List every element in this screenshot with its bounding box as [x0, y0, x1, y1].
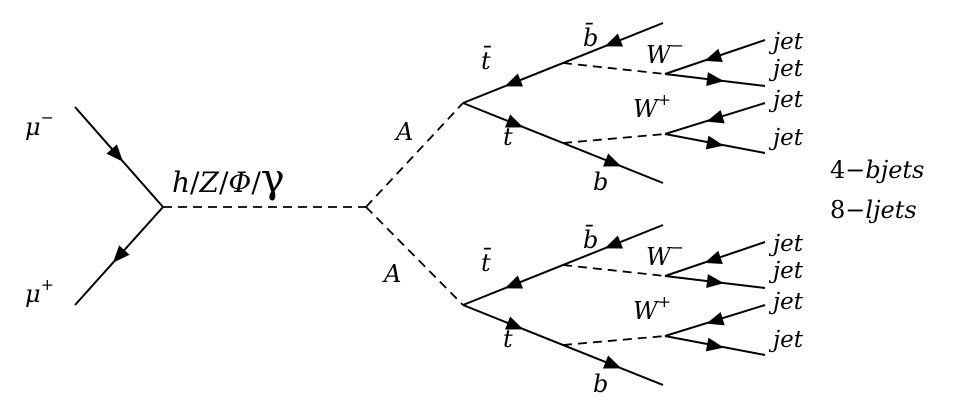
branch-lower-tbar-arrow-2 [604, 235, 624, 249]
branch-upper-tbar-arrow-1 [504, 73, 524, 87]
branch-lower-tbar-arrow-1 [504, 275, 524, 289]
summary-bjets: 4−bjets [830, 156, 924, 184]
branch-lower-wplus-label: W+ [633, 292, 671, 325]
muon-minus-arrow [106, 144, 123, 162]
mediator-label: h/Z/Φ/γ [172, 156, 285, 202]
branch-upper-jet-label-2: jet [768, 56, 804, 82]
branch-lower-tbar-label: t̄ [481, 248, 492, 277]
branch-lower-jet-label-3: jet [768, 289, 804, 315]
summary-ljets-minus: − [845, 196, 865, 224]
branch-upper-jet-label-1: jet [768, 29, 804, 55]
branch-lower-wminus-jet-1-arrow [704, 250, 723, 265]
branch-upper-wplus-charge: + [658, 90, 671, 109]
muon-minus-charge: − [41, 108, 54, 127]
pseudoscalar-a-upper-label: A [394, 118, 413, 146]
pseudoscalar-a-upper-line [365, 102, 464, 208]
pseudoscalar-a-lower-label: A [382, 260, 401, 288]
branch-upper-b-label: b [593, 168, 608, 196]
branch-lower-wminus-label: W− [646, 238, 684, 271]
branch-upper-tbar-label: t̄ [481, 46, 492, 75]
branch-lower-bbar-label: b̄ [583, 225, 598, 254]
branch-lower-wminus-charge: − [671, 238, 684, 257]
summary-bjets-count: 4 [830, 156, 845, 184]
muon-minus-symbol: μ [25, 113, 41, 141]
branch-lower-wminus-jet-2-arrow [706, 274, 724, 288]
mediator-gamma: γ [261, 156, 285, 202]
branch-lower-t-label: t [503, 325, 513, 353]
muon-plus-arrow [112, 245, 130, 263]
muon-plus-label: μ+ [25, 275, 54, 308]
branch-upper-tbar-arrow-2 [604, 33, 624, 47]
branch-upper-jet-label-4: jet [768, 125, 804, 151]
branch-lower-wminus-symbol: W [646, 243, 673, 271]
branch-lower-t-arrow-1 [504, 316, 524, 330]
muon-plus-charge: + [41, 275, 54, 294]
branch-lower-b-label: b [593, 370, 608, 398]
mediator-phi: Φ [228, 166, 251, 199]
mediator-slash-3: / [251, 166, 261, 199]
branch-upper-wminus-charge: − [671, 36, 684, 55]
branch-upper-t-label: t [503, 123, 513, 151]
branch-lower-wplus-line [562, 335, 666, 346]
summary-ljets-label: ljets [865, 196, 916, 224]
branch-lower-wplus-jet-1-arrow [706, 311, 725, 326]
branch-upper-wplus-jet-1-arrow [706, 109, 725, 124]
branch-lower-wplus-symbol: W [633, 297, 660, 325]
branch-lower-jet-label-1: jet [768, 231, 804, 257]
branch-lower-wminus-line [562, 264, 666, 277]
summary-ljets-count: 8 [830, 196, 845, 224]
mediator-h: h [172, 166, 190, 199]
branch-upper-wplus-label: W+ [633, 90, 671, 123]
branch-lower-wplus-charge: + [658, 292, 671, 311]
muon-plus-symbol: μ [25, 280, 41, 308]
branch-lower-jet-label-4: jet [768, 327, 804, 353]
pseudoscalar-a-lower-line [365, 206, 464, 306]
summary-bjets-label: bjets [865, 156, 924, 184]
branch-upper-wminus-jet-1-arrow [704, 48, 723, 63]
branch-upper-wplus-line [562, 133, 666, 144]
branch-upper-wminus-line [562, 62, 666, 75]
summary-bjets-minus: − [845, 156, 865, 184]
branch-upper-wplus-symbol: W [633, 95, 660, 123]
branch-upper-bbar-label: b̄ [583, 23, 598, 52]
muon-minus-label: μ− [25, 108, 54, 141]
mediator-z: Z [198, 166, 219, 199]
branch-upper-wplus-jet-2-arrow [705, 135, 724, 150]
mediator-slash-2: / [219, 166, 229, 199]
branch-upper-wminus-symbol: W [646, 41, 673, 69]
mediator-slash-1: / [190, 166, 200, 199]
branch-upper-t-arrow-2 [602, 153, 622, 167]
branch-upper-t-arrow-1 [504, 114, 524, 128]
branch-upper-wminus-label: W− [646, 36, 684, 69]
branch-lower-t-arrow-2 [602, 355, 622, 369]
branch-upper-jet-label-3: jet [768, 87, 804, 113]
summary-ljets: 8−ljets [830, 196, 917, 224]
branch-lower-wplus-jet-2-arrow [705, 337, 724, 352]
branch-lower-jet-label-2: jet [768, 258, 804, 284]
branch-upper-wminus-jet-2-arrow [706, 72, 724, 86]
